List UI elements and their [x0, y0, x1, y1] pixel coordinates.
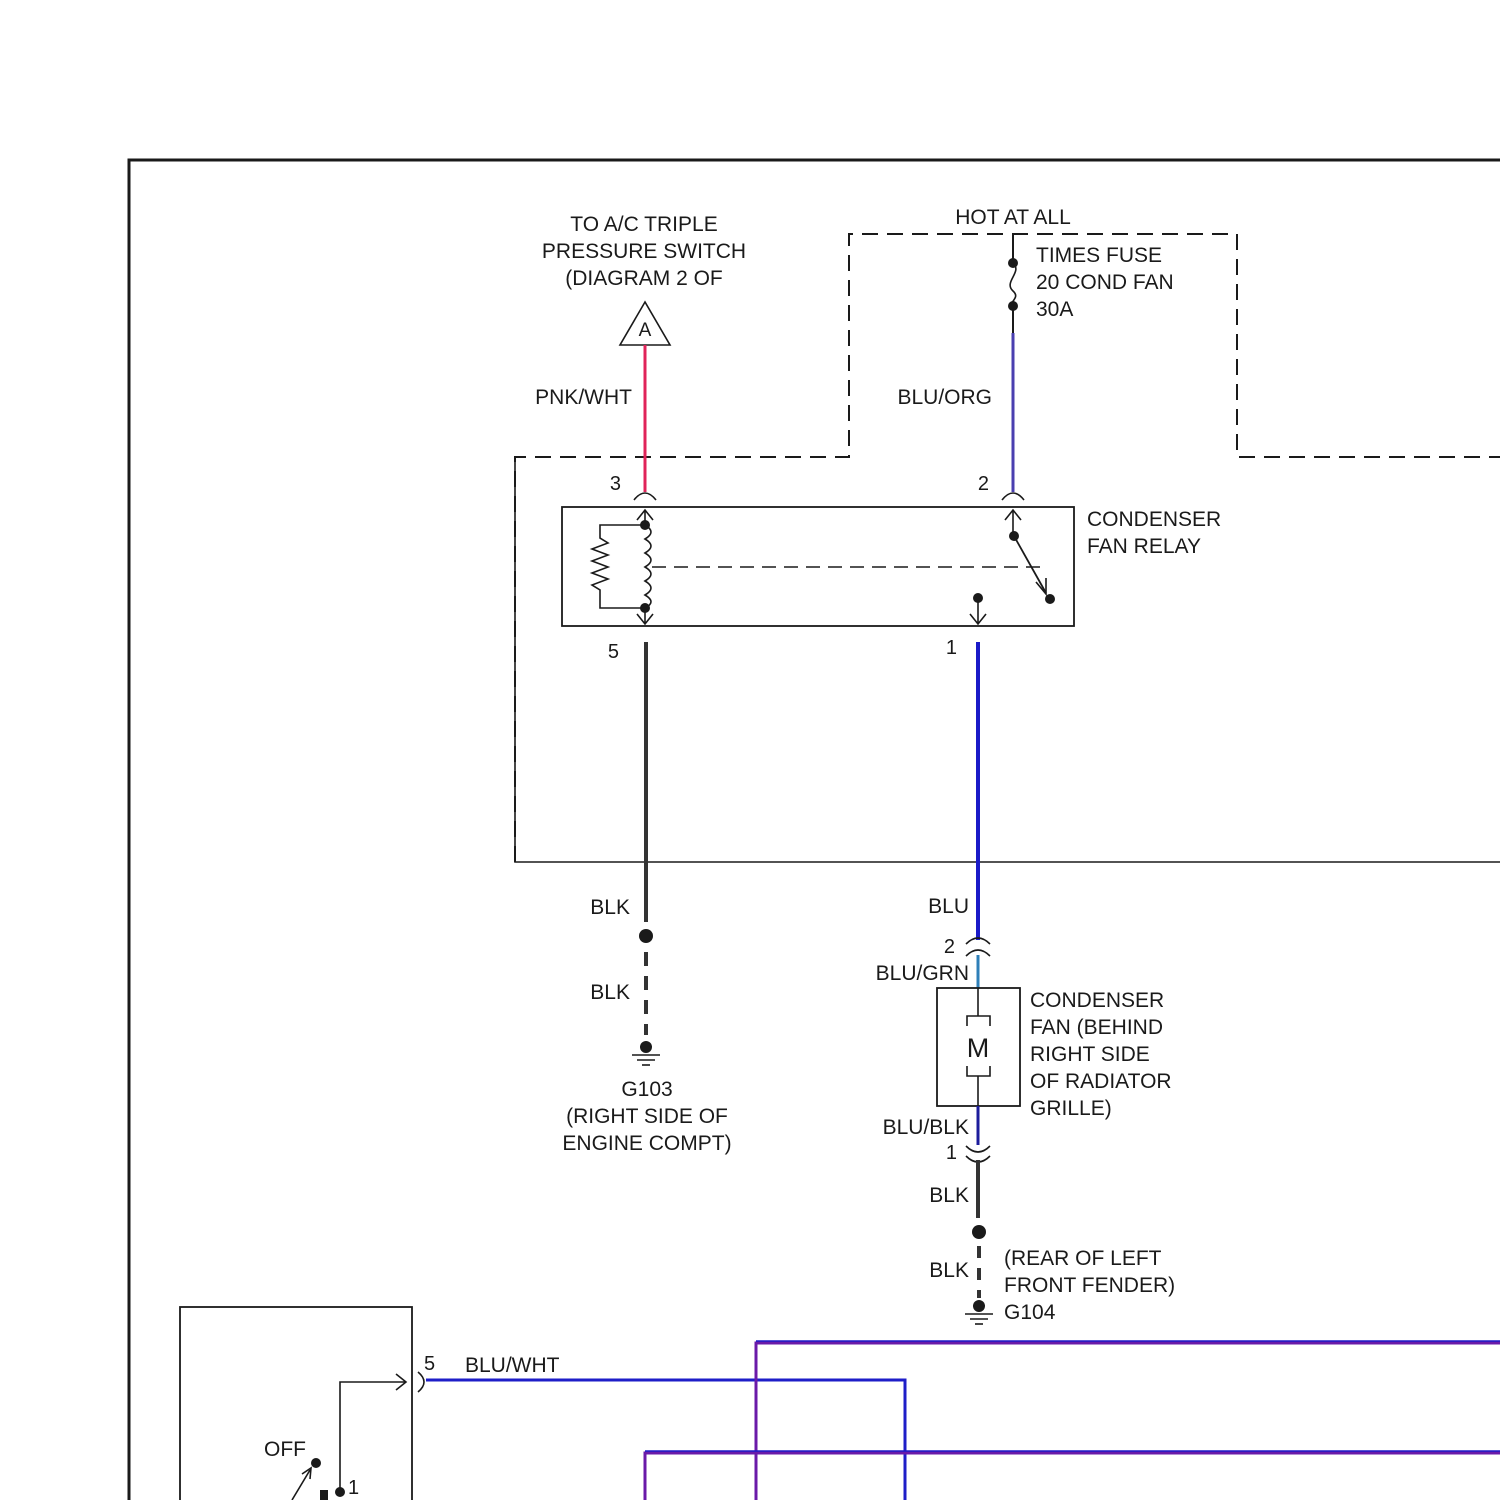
relay-coil-icon — [645, 525, 651, 608]
pin-label-switch-5: 5 — [424, 1353, 435, 1375]
wire-purple-lower — [645, 1453, 1500, 1500]
relay-label-1: CONDENSER — [1087, 508, 1221, 531]
pin-label-relay-3: 3 — [610, 473, 621, 495]
connector-pin-3 — [634, 493, 656, 500]
wire-label-blu-wht: BLU/WHT — [465, 1354, 560, 1377]
g103-label-2: (RIGHT SIDE OF — [566, 1105, 728, 1128]
switch-detent-mark — [320, 1490, 328, 1500]
hot-at-all-label: HOT AT ALL — [955, 206, 1071, 229]
fan-label-4: OF RADIATOR — [1030, 1070, 1172, 1093]
off-contact — [311, 1458, 321, 1468]
connector-a-label: A — [639, 320, 652, 341]
connector-fan-1 — [966, 1146, 990, 1162]
splice-dot-g103 — [639, 929, 653, 943]
fuse-icon — [1010, 263, 1016, 306]
off-label: OFF — [264, 1438, 306, 1461]
fuse-label-3: 30A — [1036, 298, 1073, 321]
wire-label-blu-grn: BLU/GRN — [876, 962, 969, 985]
pin-label-fan-1: 1 — [946, 1142, 957, 1164]
pin-label-switch-1: 1 — [348, 1477, 359, 1499]
switch-arrowhead — [1036, 578, 1046, 594]
fuse-label-1: TIMES FUSE — [1036, 244, 1162, 267]
wire-label-blk-c: BLK — [929, 1184, 969, 1207]
resistor-icon — [592, 525, 645, 608]
fuse-label-2: 20 COND FAN — [1036, 271, 1174, 294]
ground-icon-g103 — [632, 1041, 660, 1065]
pin-label-relay-1: 1 — [946, 637, 957, 659]
connector-fan-2 — [966, 938, 990, 956]
fan-label-5: GRILLE) — [1030, 1097, 1112, 1120]
ac-switch-label-1: TO A/C TRIPLE — [570, 213, 717, 236]
g103-label-3: ENGINE COMPT) — [562, 1132, 731, 1155]
wire-blu-wht — [426, 1380, 905, 1500]
wire-label-blu-org: BLU/ORG — [897, 386, 992, 409]
wire-label-blk-b: BLK — [590, 981, 630, 1004]
pin1-contact — [335, 1487, 345, 1497]
connector-pin-5-lower — [418, 1372, 424, 1392]
relay-arrow-pin5 — [637, 608, 653, 624]
fan-label-3: RIGHT SIDE — [1030, 1043, 1150, 1066]
fuse-box-boundary — [515, 234, 1500, 862]
wire-label-pnk-wht: PNK/WHT — [535, 386, 632, 409]
wire-label-blk-a: BLK — [590, 896, 630, 919]
pin-label-relay-5: 5 — [608, 641, 619, 663]
relay-switch-arm — [1014, 536, 1046, 593]
ground-icon-g104 — [965, 1300, 993, 1324]
motor-icon: M — [967, 1033, 990, 1063]
control-switch-box — [180, 1307, 412, 1500]
pin-label-fan-2: 2 — [944, 936, 955, 958]
g104-label-2: FRONT FENDER) — [1004, 1274, 1175, 1297]
g103-label-1: G103 — [621, 1078, 672, 1101]
connector-pin-2 — [1002, 493, 1024, 500]
motor-brush-bottom — [967, 1066, 990, 1076]
ac-switch-label-2: PRESSURE SWITCH — [542, 240, 746, 263]
relay-arrow-pin1 — [970, 598, 986, 624]
g104-label-1: (REAR OF LEFT — [1004, 1247, 1162, 1270]
switch-pin5-arrow — [340, 1374, 406, 1490]
switch-lever-arrow — [292, 1468, 311, 1500]
diagram-frame — [129, 160, 1500, 1500]
splice-dot-g104 — [972, 1225, 986, 1239]
wire-label-blk-d: BLK — [929, 1259, 969, 1282]
g104-label-3: G104 — [1004, 1301, 1056, 1324]
wire-label-blu-blk: BLU/BLK — [883, 1116, 969, 1139]
motor-brush-top — [967, 1016, 990, 1026]
fan-label-2: FAN (BEHIND — [1030, 1016, 1163, 1039]
fan-label-1: CONDENSER — [1030, 989, 1164, 1012]
switch-contact-open — [1045, 594, 1055, 604]
pin-label-relay-2: 2 — [978, 473, 989, 495]
wire-label-blu: BLU — [928, 895, 969, 918]
wire-purple-upper — [756, 1343, 1500, 1500]
relay-label-2: FAN RELAY — [1087, 535, 1201, 558]
ac-switch-label-3: (DIAGRAM 2 OF — [565, 267, 723, 290]
